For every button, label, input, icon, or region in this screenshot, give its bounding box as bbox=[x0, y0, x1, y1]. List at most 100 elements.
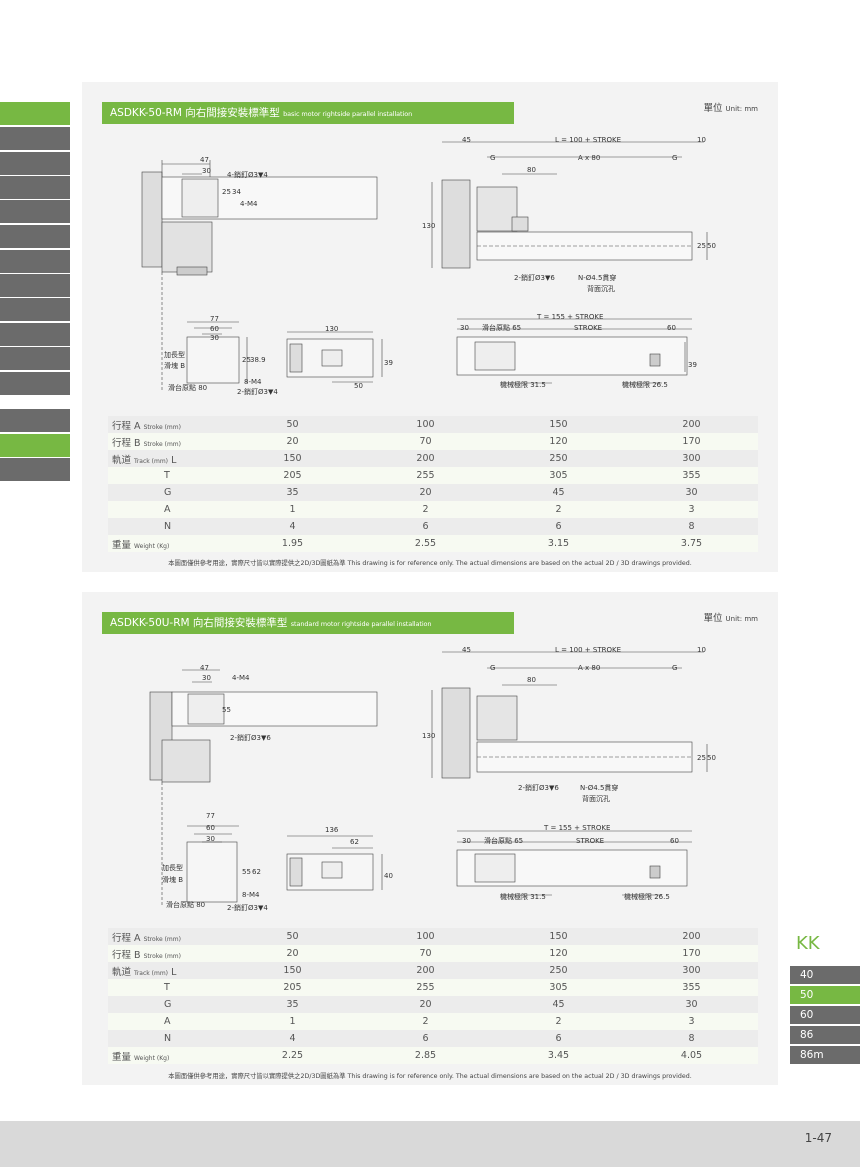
row-label-text: 軌道 bbox=[112, 966, 132, 978]
dim-G1: G bbox=[490, 664, 495, 672]
dim-side-50: 50 bbox=[707, 754, 716, 762]
nav-tab[interactable] bbox=[0, 176, 70, 199]
row-label-t: T bbox=[108, 467, 226, 484]
row-label-n: N bbox=[108, 1030, 226, 1047]
size-tab-86m[interactable]: 86m bbox=[790, 1046, 860, 1064]
table-cell: 255 bbox=[359, 467, 492, 484]
dim-block-25: 25 bbox=[242, 356, 251, 364]
table-cell: 200 bbox=[625, 928, 758, 945]
unit-zh: 單位 bbox=[703, 103, 723, 114]
table-cell: 4.05 bbox=[625, 1047, 758, 1064]
table-cell: 20 bbox=[359, 996, 492, 1013]
label-stroke: STROKE bbox=[576, 837, 604, 845]
dim-L: L = 100 + STROKE bbox=[555, 646, 621, 654]
table-cell: 3 bbox=[625, 1013, 758, 1030]
nav-tab[interactable] bbox=[0, 298, 70, 321]
nav-tab[interactable] bbox=[0, 200, 70, 223]
unit-zh: 單位 bbox=[703, 613, 723, 624]
table-cell: 20 bbox=[359, 484, 492, 501]
nav-tab[interactable] bbox=[0, 347, 70, 370]
nav-tab[interactable] bbox=[0, 127, 70, 150]
label-limit-31-5: 機械極限 31.5 bbox=[500, 892, 546, 901]
row-label-g: G bbox=[108, 484, 226, 501]
dim-G2: G bbox=[672, 664, 677, 672]
dim-77: 77 bbox=[206, 812, 215, 820]
nav-tab[interactable] bbox=[0, 323, 70, 346]
label-counterbore: 背面沉孔 bbox=[582, 794, 610, 803]
dim-10: 10 bbox=[697, 646, 706, 654]
table-cell: 355 bbox=[625, 467, 758, 484]
row-label-a: A bbox=[108, 1013, 226, 1030]
slide-block-shape bbox=[187, 693, 225, 725]
dim-end-130: 130 bbox=[325, 325, 338, 333]
table-cell: 6 bbox=[492, 518, 625, 535]
dim-80: 80 bbox=[527, 676, 536, 684]
dim-47: 47 bbox=[200, 664, 209, 672]
unit-label: 單位 Unit: mm bbox=[703, 100, 758, 114]
dim-side-25: 25 bbox=[697, 754, 706, 762]
nav-tab[interactable] bbox=[0, 102, 70, 125]
dim-bottom-60: 60 bbox=[670, 837, 679, 845]
row-label-t: T bbox=[108, 979, 226, 996]
nav-tab[interactable] bbox=[0, 372, 70, 395]
nav-tab[interactable] bbox=[0, 409, 70, 432]
panel-title-zh: ASDKK-50U-RM 向右間接安裝標準型 bbox=[110, 617, 288, 629]
table-cell: 255 bbox=[359, 979, 492, 996]
page-footer bbox=[0, 1121, 860, 1167]
table-cell: 2 bbox=[492, 1013, 625, 1030]
table-cell: 120 bbox=[492, 433, 625, 450]
table-cell: 2.25 bbox=[226, 1047, 359, 1064]
table-cell: 200 bbox=[625, 416, 758, 433]
nav-tab[interactable] bbox=[0, 225, 70, 248]
table-cell: 3.75 bbox=[625, 535, 758, 552]
table-cell: 250 bbox=[492, 962, 625, 979]
dim-end-136: 136 bbox=[325, 826, 339, 834]
dim-block-30: 30 bbox=[206, 835, 215, 843]
row-label-weight: 重量 Weight (Kg) bbox=[108, 535, 226, 552]
motor-top-shape bbox=[161, 739, 211, 783]
label-hole: N-Ø4.5貫穿 bbox=[578, 273, 616, 282]
nav-tab[interactable] bbox=[0, 152, 70, 175]
table-cell: 6 bbox=[492, 1030, 625, 1047]
table-cell: 1.95 bbox=[226, 535, 359, 552]
label-counterbore: 背面沉孔 bbox=[587, 284, 615, 293]
table-cell: 1 bbox=[226, 501, 359, 518]
table-cell: 4 bbox=[226, 518, 359, 535]
label-long: 加長型 bbox=[164, 350, 185, 359]
dim-block-55: 55 bbox=[242, 868, 251, 876]
size-tab-60[interactable]: 60 bbox=[790, 1006, 860, 1024]
table-cell: 35 bbox=[226, 996, 359, 1013]
table-cell: 250 bbox=[492, 450, 625, 467]
dim-end-62: 62 bbox=[350, 838, 359, 846]
nav-tab[interactable] bbox=[0, 250, 70, 273]
technical-drawings: 47 30 4-銷釘Ø3▼4 4-M4 25 34 45 L = 100 + S… bbox=[141, 136, 716, 396]
nav-tab[interactable] bbox=[0, 274, 70, 297]
label-limit-26-5: 機械極限 26.5 bbox=[622, 380, 668, 389]
label-m4: 4-M4 bbox=[232, 674, 250, 682]
nav-tab[interactable] bbox=[0, 458, 70, 481]
table-cell: 30 bbox=[625, 484, 758, 501]
table-cell: 170 bbox=[625, 945, 758, 962]
dim-130: 130 bbox=[422, 222, 435, 230]
table-cell: 35 bbox=[226, 484, 359, 501]
row-label-text: Stroke (mm) bbox=[143, 423, 181, 431]
size-tab-40[interactable]: 40 bbox=[790, 966, 860, 984]
row-label-track: 軌道 Track (mm) L bbox=[108, 962, 226, 979]
row-label-n: N bbox=[108, 518, 226, 535]
size-tab-50[interactable]: 50 bbox=[790, 986, 860, 1004]
rail-side-shape bbox=[476, 741, 693, 773]
row-label-text: Weight (Kg) bbox=[134, 542, 170, 550]
dim-side-25: 25 bbox=[697, 242, 706, 250]
row-label-text: Weight (Kg) bbox=[134, 1054, 170, 1062]
size-tab-86[interactable]: 86 bbox=[790, 1026, 860, 1044]
nav-tab[interactable] bbox=[0, 434, 70, 457]
table-cell: 150 bbox=[492, 416, 625, 433]
dim-38-9: 38.9 bbox=[250, 356, 266, 364]
dim-47: 47 bbox=[200, 156, 209, 164]
table-cell: 300 bbox=[625, 962, 758, 979]
motor-bracket-shape bbox=[141, 171, 163, 268]
